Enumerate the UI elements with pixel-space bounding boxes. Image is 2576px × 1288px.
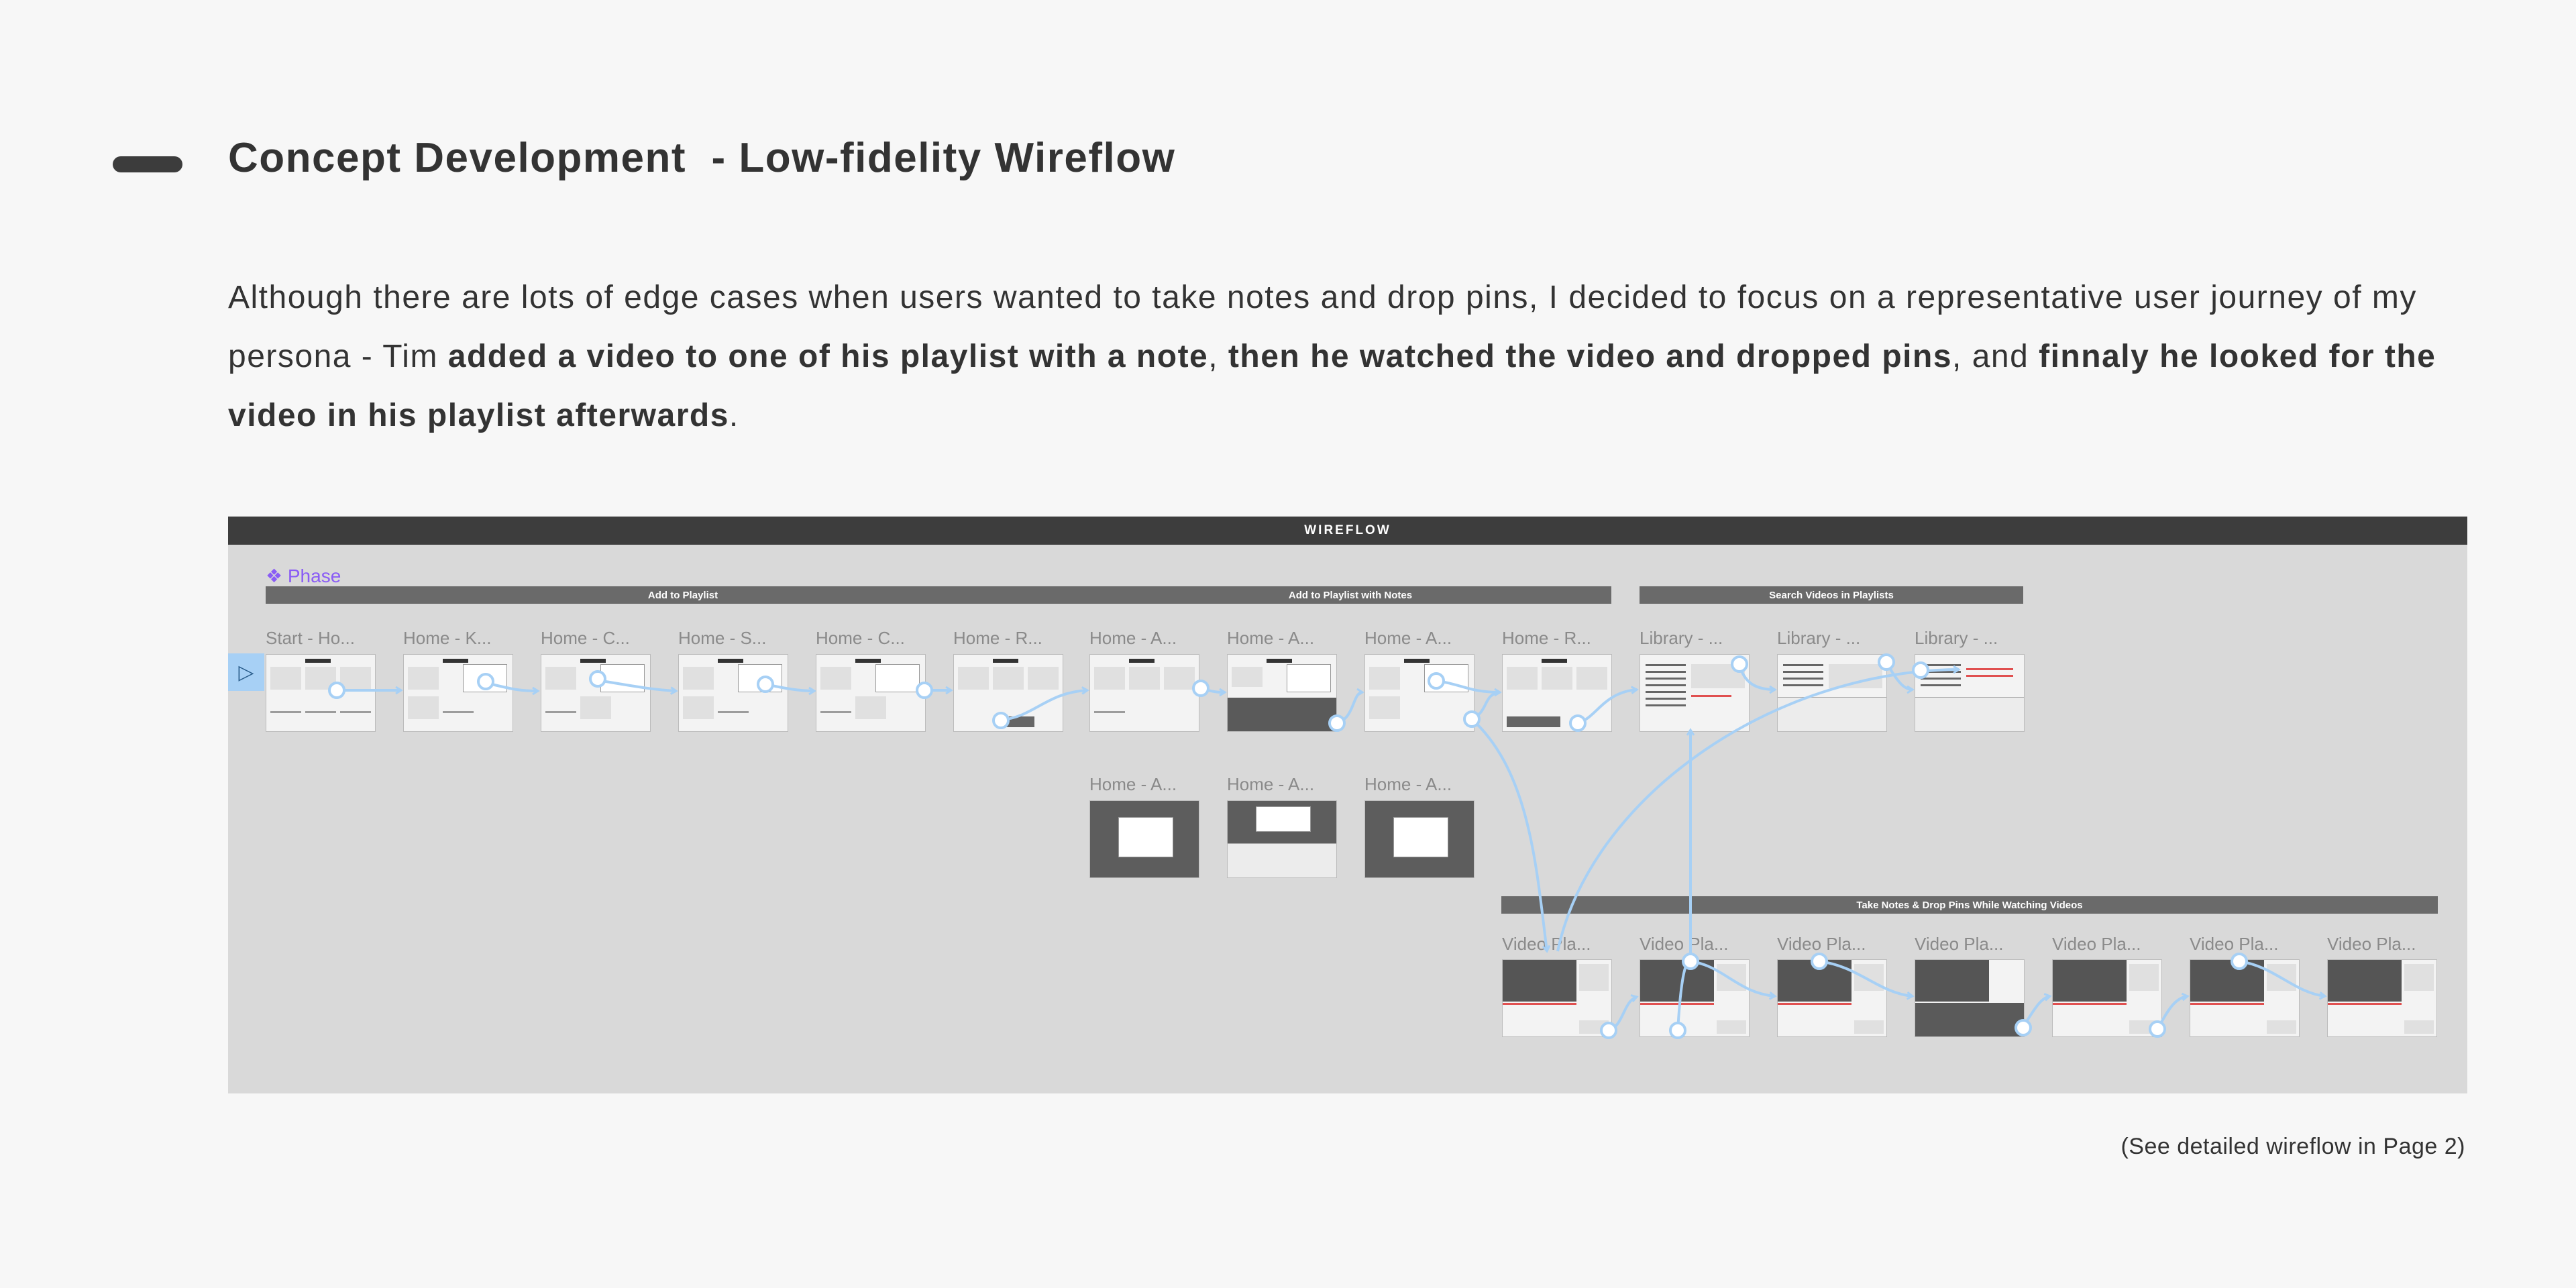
frame-label: Home - A... — [1089, 774, 1177, 794]
desc-text-3: , and — [1952, 339, 2039, 374]
phase-label[interactable]: ❖ Phase — [266, 566, 341, 586]
frame-label: Library - ... — [1915, 628, 1998, 648]
wireframe-thumbnail[interactable] — [2190, 959, 2300, 1037]
flow-node — [1600, 1022, 1617, 1039]
flow-node — [1463, 710, 1481, 728]
page-description: Although there are lots of edge cases wh… — [228, 268, 2469, 445]
section-add-to-playlist: Add to Playlist — [266, 586, 1100, 604]
wireframe-thumbnail[interactable] — [1227, 654, 1337, 732]
wireframe-thumbnail[interactable] — [1915, 654, 2025, 732]
frame-label: Video Pla... — [2052, 934, 2141, 954]
flow-node — [916, 682, 933, 699]
flow-node — [1878, 653, 1895, 671]
frame-label: Home - A... — [1364, 628, 1452, 648]
desc-bold-2: then he watched the video and dropped pi… — [1228, 339, 1953, 374]
frame-label: Library - ... — [1777, 628, 1861, 648]
wireflow-board: WIREFLOW ❖ Phase ▷ Add to Playlist Add t… — [228, 517, 2467, 1093]
desc-bold-3: finnaly he looked for the video in his p… — [228, 339, 2436, 433]
wireframe-thumbnail[interactable] — [1502, 959, 1612, 1037]
wireflow-header: WIREFLOW — [228, 517, 2467, 545]
wireframe-thumbnail[interactable] — [816, 654, 926, 732]
frame-label: Video Pla... — [2190, 934, 2279, 954]
flow-node — [328, 682, 345, 699]
wireframe-thumbnail[interactable] — [1227, 800, 1337, 878]
flow-node — [1428, 672, 1445, 690]
flow-node — [1912, 661, 1929, 679]
flow-arrow — [1436, 680, 1502, 697]
frame-label: Video Pla... — [1640, 934, 1729, 954]
frame-label: Home - A... — [1364, 774, 1452, 794]
section-take-notes: Take Notes & Drop Pins While Watching Vi… — [1501, 896, 2438, 914]
frame-label: Home - A... — [1089, 628, 1177, 648]
desc-text-4: . — [729, 398, 739, 433]
flow-arrow — [1676, 960, 1690, 1031]
frame-label: Home - S... — [678, 628, 767, 648]
frame-label: Home - K... — [403, 628, 492, 648]
wireframe-thumbnail[interactable] — [1089, 800, 1199, 878]
frame-label: Home - C... — [541, 628, 630, 648]
frame-label: Video Pla... — [1777, 934, 1866, 954]
section-bullet — [113, 156, 182, 172]
flow-arrow — [1556, 665, 1961, 952]
flow-arrow — [1819, 960, 1915, 1000]
flow-node — [477, 673, 494, 690]
frame-label: Home - A... — [1227, 628, 1315, 648]
wireframe-thumbnail[interactable] — [1364, 800, 1474, 878]
flow-node — [1669, 1022, 1686, 1039]
flow-node — [2015, 1019, 2032, 1036]
frame-label: Video Pla... — [2327, 934, 2416, 954]
flow-arrow — [1577, 686, 1639, 724]
frame-label: Home - R... — [953, 628, 1042, 648]
frame-label: Library - ... — [1640, 628, 1723, 648]
flow-arrow — [1000, 686, 1089, 721]
flow-node — [589, 670, 606, 688]
flow-arrow — [1470, 718, 1551, 953]
flow-node — [757, 676, 774, 693]
flow-node — [1328, 714, 1346, 732]
wireframe-thumbnail[interactable] — [2327, 959, 2437, 1037]
flow-connectors — [328, 653, 2327, 1039]
wireframe-thumbnail[interactable] — [266, 654, 376, 732]
flow-arrow — [597, 679, 678, 695]
flow-arrow — [1690, 960, 1777, 1000]
flow-node — [1682, 953, 1699, 970]
desc-text-2: , — [1208, 339, 1228, 374]
section-add-to-playlist-with-notes: Add to Playlist with Notes — [1089, 586, 1611, 604]
footnote: (See detailed wireflow in Page 2) — [2121, 1134, 2465, 1159]
wireframe-thumbnail[interactable] — [1777, 959, 1887, 1037]
wireframe-thumbnail[interactable] — [1364, 654, 1474, 732]
flow-node — [992, 712, 1010, 729]
frame-label: Video Pla... — [1915, 934, 2004, 954]
flow-node — [1192, 680, 1210, 697]
flow-node — [2149, 1020, 2166, 1038]
desc-bold-1: added a video to one of his playlist wit… — [447, 339, 1209, 374]
flow-arrow — [2239, 960, 2327, 1000]
flow-node — [1811, 953, 1828, 970]
flow-node — [1731, 655, 1748, 673]
flow-node — [2231, 953, 2248, 970]
frame-label: Home - A... — [1227, 774, 1315, 794]
wireframe-thumbnail[interactable] — [1915, 959, 2025, 1037]
frame-label: Home - R... — [1502, 628, 1591, 648]
frame-label: Start - Ho... — [266, 628, 355, 648]
wireframe-thumbnail[interactable] — [1089, 654, 1199, 732]
play-triangle-icon[interactable]: ▷ — [228, 653, 264, 691]
wireframe-thumbnail[interactable] — [1502, 654, 1612, 732]
page-title: Concept Development - Low-fidelity Wiref… — [228, 135, 1176, 181]
desc-text-1: Although there are lots of edge cases wh… — [228, 280, 2417, 374]
frame-label: Home - C... — [816, 628, 905, 648]
section-search-videos: Search Videos in Playlists — [1640, 586, 2023, 604]
flow-node — [1569, 714, 1587, 732]
